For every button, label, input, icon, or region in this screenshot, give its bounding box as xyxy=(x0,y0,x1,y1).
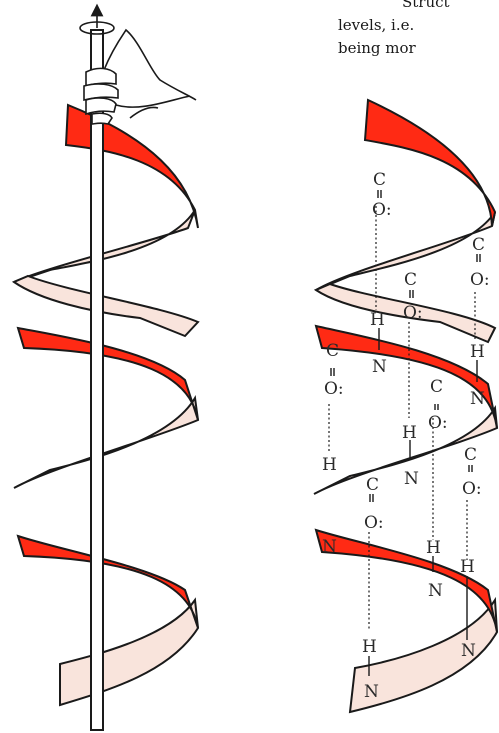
left-ribbon-front-segment xyxy=(18,328,198,420)
nitrogen-label: N xyxy=(364,682,379,702)
nitrogen-label: N xyxy=(461,641,476,661)
nitrogen-label: N xyxy=(322,537,337,557)
left-ribbon-back-segment xyxy=(14,276,198,336)
left-ribbon-back-segment xyxy=(14,398,198,488)
oxygen-label: O: xyxy=(324,379,344,399)
left-helix-with-rod xyxy=(14,10,198,730)
carbon-label: C xyxy=(326,341,339,361)
oxygen-label: O: xyxy=(428,413,448,433)
carbon-label: C xyxy=(366,475,379,495)
carbon-label: C xyxy=(404,270,417,290)
carbon-label: C xyxy=(373,170,386,190)
right-helix-with-hbonds: C O: C O: C O: H N C O: H N C O: H N C O… xyxy=(314,100,497,712)
nitrogen-label: N xyxy=(470,389,485,409)
left-ribbon-back-segment xyxy=(60,600,198,705)
oxygen-label: O: xyxy=(372,200,392,220)
hydrogen-label: H xyxy=(370,310,385,330)
hydrogen-label: H xyxy=(362,637,377,657)
hydrogen-bond-lines xyxy=(329,206,475,630)
left-ribbon-front-segment xyxy=(18,536,198,628)
rod xyxy=(91,30,103,730)
oxygen-label: O: xyxy=(403,303,423,323)
hydrogen-label: H xyxy=(460,557,475,577)
carbon-label: C xyxy=(472,235,485,255)
left-ribbon-front-segment xyxy=(66,105,198,228)
nitrogen-label: N xyxy=(404,469,419,489)
nitrogen-label: N xyxy=(428,581,443,601)
oxygen-label: O: xyxy=(462,479,482,499)
hydrogen-label: H xyxy=(470,342,485,362)
oxygen-label: O: xyxy=(364,513,384,533)
oxygen-label: O: xyxy=(470,270,490,290)
nitrogen-label: N xyxy=(372,357,387,377)
right-ribbon-front-segment xyxy=(316,530,497,632)
left-ribbon-back-segment xyxy=(14,210,195,282)
hydrogen-label: H xyxy=(426,538,441,558)
hydrogen-label: H xyxy=(402,423,417,443)
carbon-label: C xyxy=(430,377,443,397)
carbon-label: C xyxy=(464,445,477,465)
hydrogen-label: H xyxy=(322,455,337,475)
